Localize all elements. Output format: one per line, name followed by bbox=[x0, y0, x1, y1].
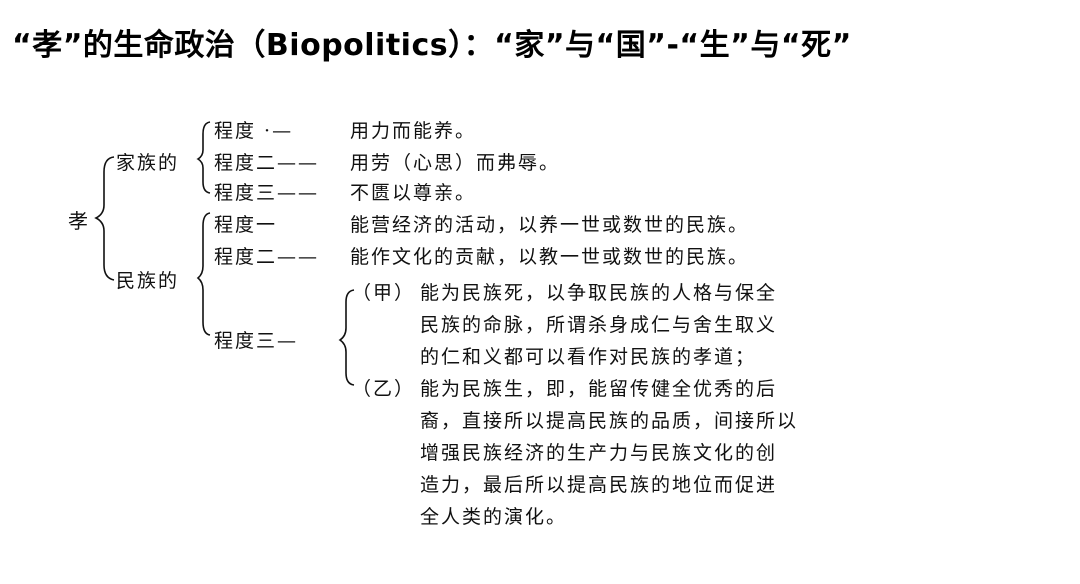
nation-level-1-text: 能营经济的活动，以养一世或数世的民族。 bbox=[350, 214, 750, 236]
family-level-1-text: 用力而能养。 bbox=[350, 120, 477, 142]
sub-jia-line-3: 的仁和义都可以看作对民族的孝道； bbox=[420, 346, 757, 368]
family-level-3-key: 程度三—— bbox=[214, 182, 320, 204]
family-level-2-text: 用劳（心思）而弗辱。 bbox=[350, 152, 561, 174]
nation-label: 民族的 bbox=[116, 270, 180, 292]
family-level-1-key: 程度 ·— bbox=[214, 120, 294, 142]
page-title: “孝”的生命政治（Biopolitics）：“家”与“国”-“生”与“死” bbox=[12, 28, 852, 63]
sub-yi-line-1: 能为民族生，即，能留传健全优秀的后 bbox=[420, 378, 778, 400]
sub-yi-line-4: 造力，最后所以提高民族的地位而促进 bbox=[420, 474, 778, 496]
sub-jia-key: （甲） bbox=[352, 282, 416, 304]
nation-level-3-key: 程度三— bbox=[214, 330, 299, 352]
nation-level-1-key: 程度一 bbox=[214, 214, 278, 236]
sub-jia-line-2: 民族的命脉，所谓杀身成仁与舍生取义 bbox=[420, 314, 778, 336]
nation-level-2-key: 程度二—— bbox=[214, 246, 320, 268]
sub-yi-line-3: 增强民族经济的生产力与民族文化的创 bbox=[420, 442, 778, 464]
root-label: 孝 bbox=[68, 209, 91, 233]
family-level-3-text: 不匮以尊亲。 bbox=[350, 182, 477, 204]
sub-yi-line-2: 裔，直接所以提高民族的品质，间接所以 bbox=[420, 410, 799, 432]
sub-yi-line-5: 全人类的演化。 bbox=[420, 506, 568, 528]
nation-level-2-text: 能作文化的贡献，以教一世或数世的民族。 bbox=[350, 246, 750, 268]
family-level-2-key: 程度二—— bbox=[214, 152, 320, 174]
sub-yi-key: （乙） bbox=[352, 378, 416, 400]
sub-jia-line-1: 能为民族死，以争取民族的人格与保全 bbox=[420, 282, 778, 304]
family-label: 家族的 bbox=[116, 152, 180, 174]
